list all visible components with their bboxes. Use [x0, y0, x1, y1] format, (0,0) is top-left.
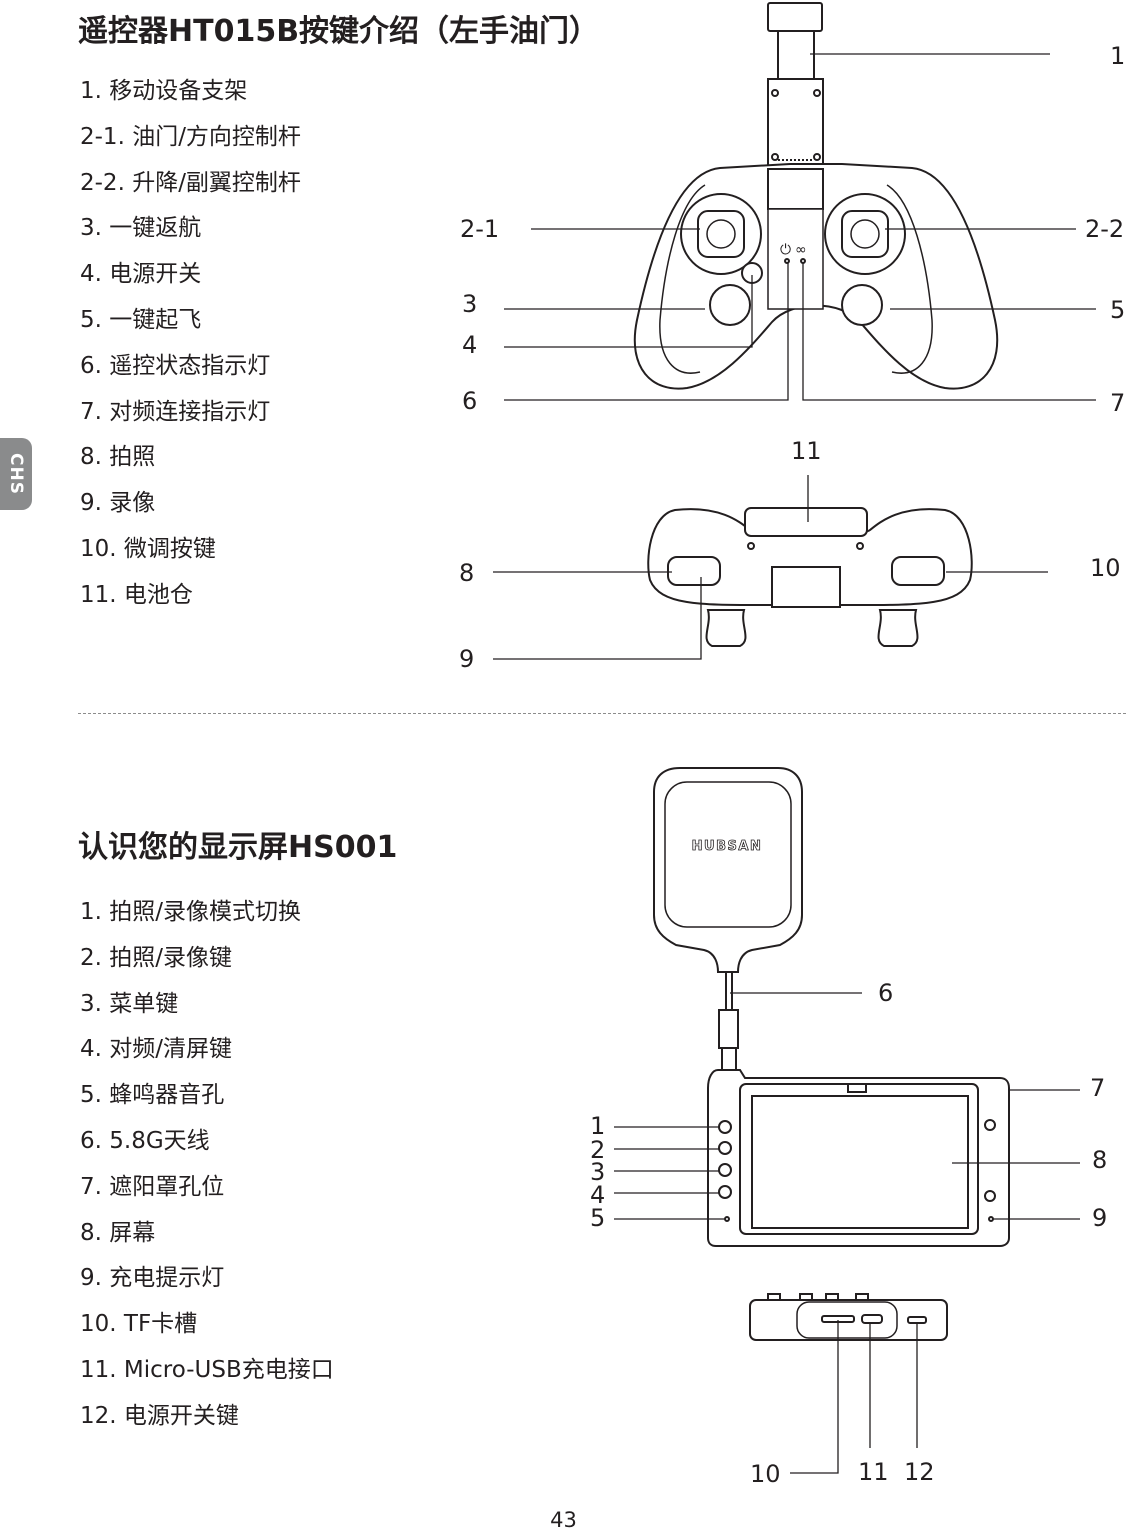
list-item: 8. 屏幕 — [80, 1219, 156, 1246]
list-item: 3. 一键返航 — [80, 215, 202, 242]
callout-label: 4 — [590, 1181, 606, 1209]
list-item: 7. 对频连接指示灯 — [80, 398, 271, 425]
list-item: 1. 拍照/录像模式切换 — [80, 899, 302, 925]
callout-label: 9 — [1092, 1204, 1108, 1232]
list-item: 5. 蜂鸣器音孔 — [80, 1082, 225, 1109]
callout-label: 8 — [459, 559, 475, 587]
list-item: 4. 对频/清屏键 — [80, 1036, 233, 1063]
list-item: 9. 录像 — [80, 490, 156, 517]
list-item: 9. 充电提示灯 — [80, 1265, 225, 1292]
list-item: 1. 移动设备支架 — [80, 78, 248, 104]
list-item: 11. Micro-USB充电接口 — [80, 1356, 334, 1383]
callout-label: 11 — [858, 1458, 889, 1486]
callout-label: 10 — [750, 1460, 781, 1488]
right-stick-illustration — [824, 193, 906, 275]
list-item: 6. 5.8G天线 — [80, 1127, 210, 1154]
status-led-illustration — [784, 258, 790, 264]
remote-front-diagram: ⏻ ∞ — [504, 2, 1096, 401]
list-item: 6. 遥控状态指示灯 — [80, 352, 271, 379]
remote-feature-list: 1. 移动设备支架 2-1. 油门/方向控制杆 2-2. 升降/副翼控制杆 3.… — [80, 76, 301, 626]
phone-holder-illustration — [767, 2, 824, 170]
callout-label: 1 — [1110, 42, 1126, 70]
list-item: 11. 电池仓 — [80, 581, 193, 608]
callout-label: 7 — [1090, 1074, 1106, 1102]
list-item: 2-2. 升降/副翼控制杆 — [80, 169, 301, 196]
callout-label: 10 — [1090, 554, 1121, 582]
callout-label: 6 — [878, 979, 894, 1007]
takeoff-button-illustration — [841, 284, 883, 326]
callout-label: 7 — [1110, 389, 1126, 417]
left-stick-illustration — [680, 193, 762, 275]
hubsan-logo: HUBSAN — [692, 839, 763, 854]
list-item: 7. 遮阳罩孔位 — [80, 1173, 225, 1200]
callout-label: 3 — [590, 1158, 606, 1186]
remote-top-callout-lines — [493, 475, 1048, 660]
remote-body-illustration — [633, 163, 999, 390]
list-item: 2. 拍照/录像键 — [80, 944, 233, 971]
callout-label: 12 — [904, 1458, 935, 1486]
monitor-body-illustration — [707, 1069, 1010, 1247]
list-item: 2-1. 油门/方向控制杆 — [80, 123, 301, 150]
callout-label: 4 — [462, 331, 478, 359]
list-item: 4. 电源开关 — [80, 261, 202, 288]
list-item: 10. 微调按键 — [80, 535, 216, 562]
page-number: 43 — [550, 1508, 577, 1532]
return-home-button-illustration — [709, 284, 751, 326]
antenna-illustration — [653, 767, 803, 1071]
callout-label: 2-1 — [460, 215, 500, 243]
power-icon: ⏻ — [780, 242, 791, 258]
display-feature-list: 1. 拍照/录像模式切换 2. 拍照/录像键 3. 菜单键 4. 对频/清屏键 … — [80, 897, 334, 1447]
list-item: 5. 一键起飞 — [80, 306, 202, 333]
display-callout-lines — [614, 992, 1080, 1474]
remote-top-body-illustration — [647, 507, 973, 647]
display-diagram: HUBSAN — [614, 767, 1080, 1474]
callout-label: 2 — [590, 1136, 606, 1164]
link-icon: ∞ — [795, 242, 807, 258]
remote-top-diagram — [493, 475, 1048, 660]
callout-label: 2-2 — [1085, 215, 1125, 243]
callout-label: 11 — [791, 437, 822, 465]
pairing-led-illustration — [800, 258, 806, 264]
remote-section-title: 遥控器HT015B按键介绍（左手油门） — [78, 14, 600, 49]
callout-label: 9 — [459, 645, 475, 673]
list-item: 8. 拍照 — [80, 444, 156, 471]
callout-label: 5 — [1110, 296, 1126, 324]
callout-label: 5 — [590, 1204, 606, 1232]
section-divider — [78, 713, 1126, 714]
remote-front-callout-lines — [504, 53, 1096, 401]
display-section-title: 认识您的显示屏HS001 — [78, 830, 398, 865]
callout-label: 6 — [462, 387, 478, 415]
callout-label: 1 — [590, 1112, 606, 1140]
monitor-bottom-illustration — [749, 1293, 948, 1341]
list-item: 10. TF卡槽 — [80, 1311, 198, 1338]
list-item: 3. 菜单键 — [80, 990, 179, 1017]
list-item: 12. 电源开关键 — [80, 1402, 239, 1429]
callout-label: 3 — [462, 290, 478, 318]
callout-label: 8 — [1092, 1146, 1108, 1174]
language-side-tab: CHS — [0, 438, 32, 510]
